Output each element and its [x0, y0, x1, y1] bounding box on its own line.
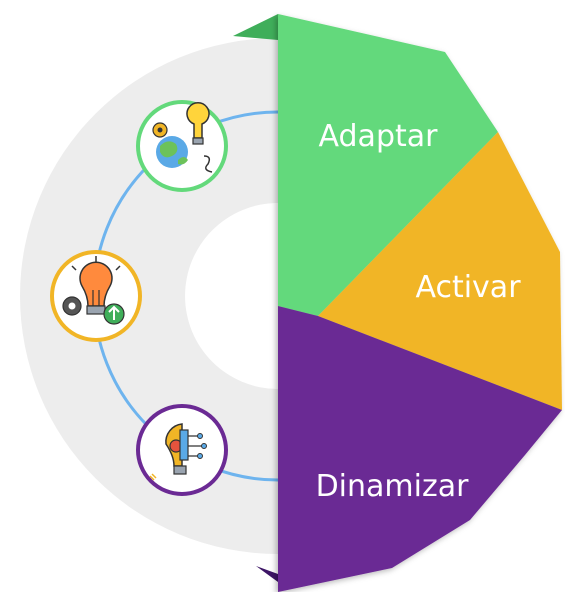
label-activar: Activar	[415, 270, 521, 305]
globe-lightbulb-gears-icon	[136, 100, 228, 192]
label-adaptar: Adaptar	[319, 119, 439, 154]
bottom-fold	[256, 566, 278, 582]
center-hole	[185, 203, 278, 389]
segment-dinamizar	[278, 306, 562, 592]
top-fold	[233, 14, 278, 40]
segment-activar	[318, 132, 562, 410]
label-dinamizar: Dinamizar	[316, 469, 470, 504]
lightbulb-circuit-gear-icon	[136, 404, 228, 496]
segment-adaptar	[278, 14, 498, 316]
lightbulb-gear-upload-icon	[50, 250, 142, 342]
